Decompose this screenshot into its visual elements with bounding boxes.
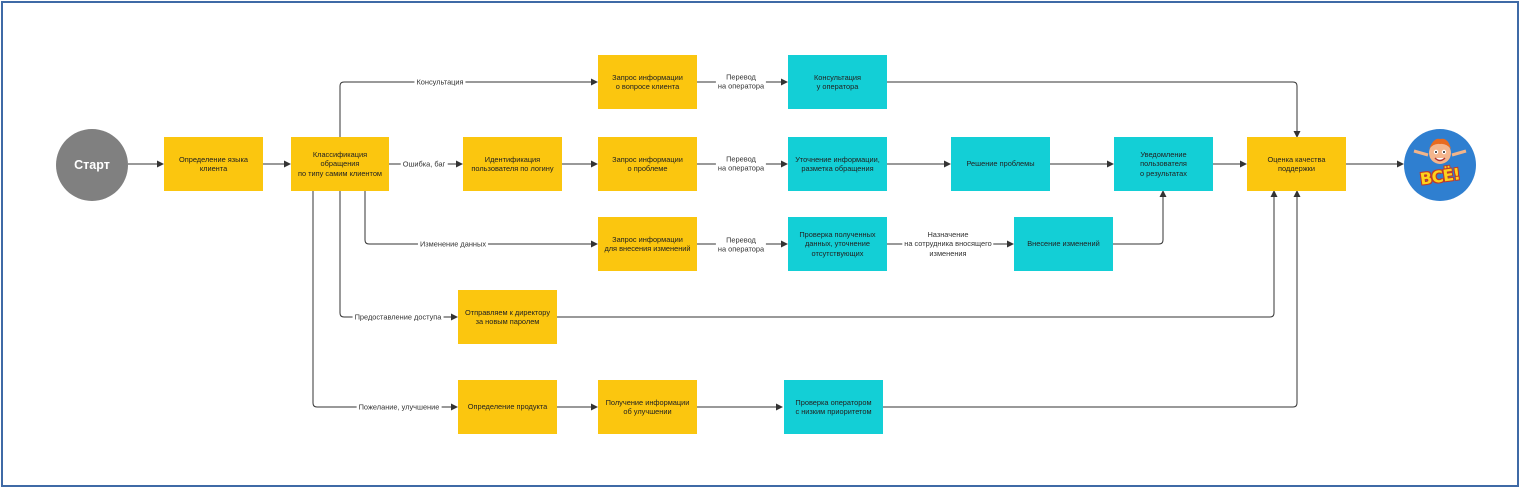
- node-product-detection: Определение продукта: [458, 380, 557, 434]
- node-apply-changes: Внесение изменений: [1014, 217, 1113, 271]
- node-quality-rating: Оценка качества поддержки: [1247, 137, 1346, 191]
- edge-label-wish: Пожелание, улучшение: [356, 402, 442, 412]
- node-improvement-info: Получение информации об улучшении: [598, 380, 697, 434]
- node-language-detection: Определение языка клиента: [164, 137, 263, 191]
- node-notify-user: Уведомление пользователя о результатах: [1114, 137, 1213, 191]
- edge-apply-to-notify: [1113, 190, 1167, 245]
- node-classification: Классификация обращения по типу самим кл…: [291, 137, 389, 191]
- node-director-password: Отправляем к директору за новым паролем: [458, 290, 557, 344]
- node-clarification: Уточнение информации, разметка обращения: [788, 137, 887, 191]
- edge-classify-to-director: [339, 191, 458, 321]
- edge-director-to-quality: [557, 190, 1278, 318]
- node-consult-operator: Консультация у оператора: [788, 55, 887, 109]
- cheering-character-icon: [1413, 138, 1467, 164]
- edge-classify-to-consult-req: [339, 78, 598, 137]
- edge-classify-to-change-req: [364, 191, 598, 248]
- edge-low-check-to-quality: [883, 190, 1301, 408]
- node-identification: Идентификация пользователя по логину: [463, 137, 562, 191]
- edge-label-data-change: Изменение данных: [417, 239, 489, 249]
- edge-label-transfer-2: Перевод на оператора: [715, 154, 767, 174]
- node-problem-solving: Решение проблемы: [951, 137, 1050, 191]
- node-data-check: Проверка полученных данных, уточнение от…: [788, 217, 887, 271]
- node-change-request: Запрос информации для внесения изменений: [598, 217, 697, 271]
- end-node: ВСЁ!: [1404, 129, 1476, 201]
- edge-consult-op-to-quality: [887, 81, 1301, 138]
- edge-label-error: Ошибка, баг: [400, 159, 448, 169]
- edge-label-transfer-3: Перевод на оператора: [715, 235, 767, 255]
- edge-label-consultation: Консультация: [414, 77, 466, 87]
- edge-classify-to-product: [312, 191, 458, 411]
- edge-label-transfer-1: Перевод на оператора: [715, 72, 767, 92]
- edge-label-assign: Назначение на сотрудника вносящего измен…: [902, 229, 994, 259]
- node-problem-request: Запрос информации о проблеме: [598, 137, 697, 191]
- node-low-priority-check: Проверка оператором с низким приоритетом: [784, 380, 883, 434]
- start-node: Старт: [56, 129, 128, 201]
- node-consult-request: Запрос информации о вопросе клиента: [598, 55, 697, 109]
- edge-label-access: Предоставление доступа: [352, 312, 444, 322]
